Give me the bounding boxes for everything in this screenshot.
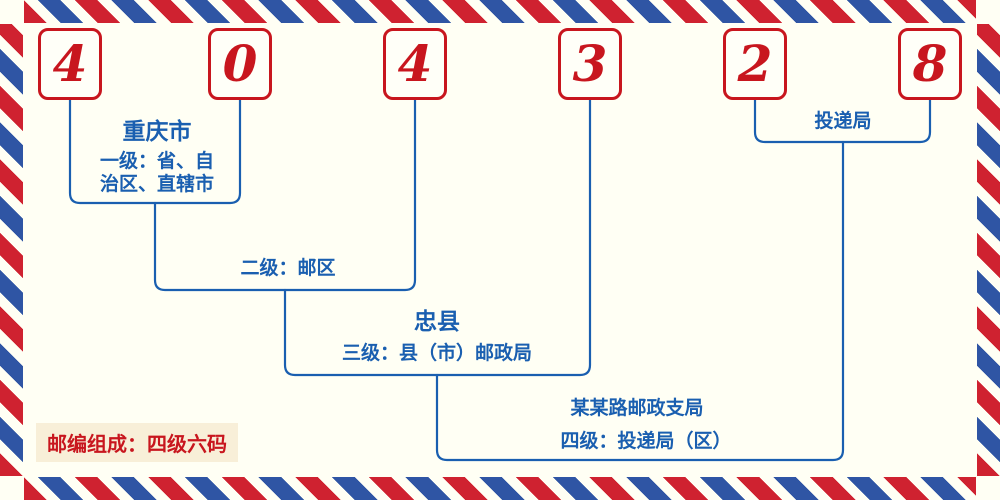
delivery-office-label: 投递局 bbox=[814, 110, 872, 132]
postal-digit-2: 0 bbox=[222, 34, 258, 93]
postal-digit-box-6: 8 bbox=[898, 28, 962, 100]
level4-office-label: 某某路邮政支局 bbox=[570, 397, 704, 419]
postal-digit-4: 3 bbox=[572, 34, 608, 93]
level4-desc-label: 四级：投递局（区） bbox=[560, 430, 732, 452]
postal-digit-box-5: 2 bbox=[723, 28, 787, 100]
postal-digit-5: 2 bbox=[737, 34, 773, 93]
postal-digit-3: 4 bbox=[397, 34, 433, 93]
postal-digit-box-4: 3 bbox=[558, 28, 622, 100]
level3-desc-label: 三级：县（市）邮政局 bbox=[341, 342, 533, 364]
postal-digit-box-1: 4 bbox=[38, 28, 102, 100]
postal-code-composition-note: 邮编组成：四级六码 bbox=[36, 423, 238, 462]
level3-region-label: 忠县 bbox=[414, 309, 460, 335]
postal-digit-1: 4 bbox=[52, 34, 88, 93]
airmail-border-left bbox=[0, 24, 23, 476]
airmail-border-right bbox=[977, 24, 1000, 476]
airmail-border-top bbox=[24, 0, 976, 23]
level2-desc-label: 二级：邮区 bbox=[240, 257, 336, 279]
airmail-border-bottom bbox=[24, 477, 976, 500]
postal-digit-box-2: 0 bbox=[208, 28, 272, 100]
postal-digit-6: 8 bbox=[912, 34, 948, 93]
level1-desc-line2: 治区、直辖市 bbox=[99, 173, 215, 195]
postal-digit-box-3: 4 bbox=[383, 28, 447, 100]
level1-region-label: 重庆市 bbox=[122, 119, 192, 145]
